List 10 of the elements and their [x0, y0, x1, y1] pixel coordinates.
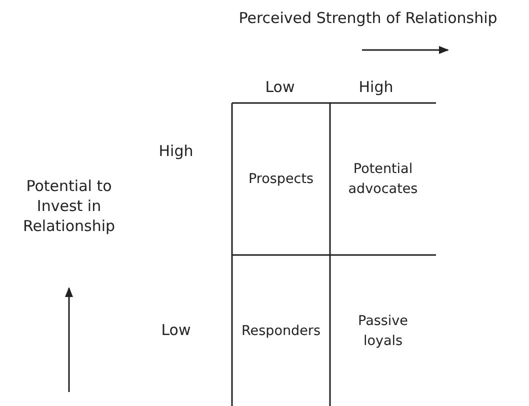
quadrant-label: Responders: [242, 322, 320, 340]
axis-title: Perceived Strength of Relationship: [238, 8, 498, 28]
axis-title: Potential to Invest in Relationship: [22, 176, 116, 236]
axis-tick-label: Low: [160, 320, 192, 340]
axis-tick-label: Low: [264, 77, 296, 97]
quadrant-label: Passive loyals: [357, 312, 409, 350]
axis-tick-label: High: [158, 141, 194, 161]
quadrant-label: Prospects: [248, 170, 314, 189]
axis-tick-label: High: [358, 77, 394, 97]
quadrant-label: Potential advocates: [347, 160, 419, 199]
